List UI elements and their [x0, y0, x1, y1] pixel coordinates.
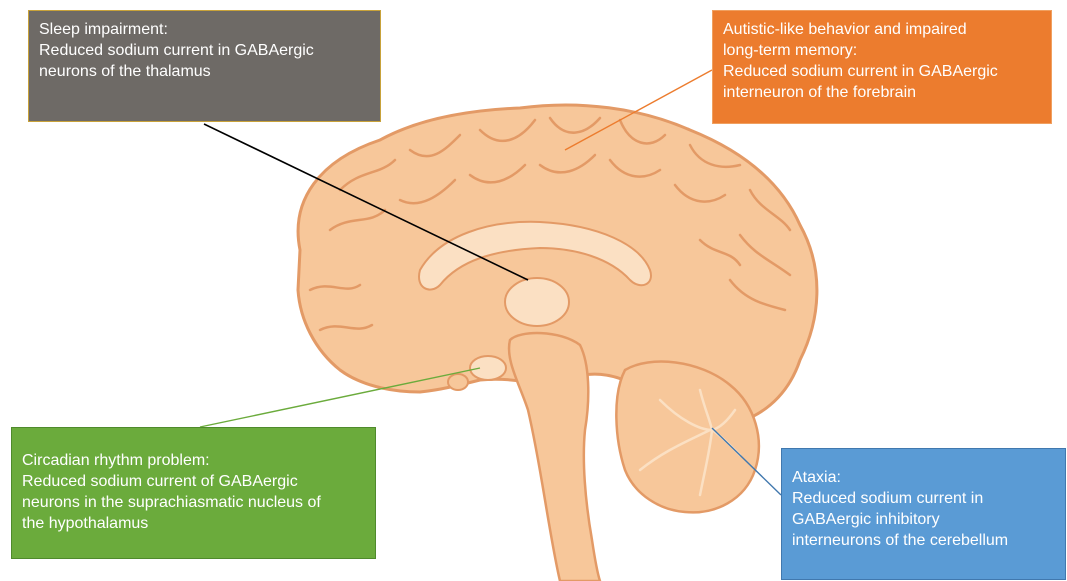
- autism-title-line2: long-term memory:: [723, 40, 1041, 61]
- circadian-body-line2: neurons in the suprachiasmatic nucleus o…: [22, 492, 365, 513]
- circadian-annotation-box: Circadian rhythm problem: Reduced sodium…: [11, 427, 376, 559]
- sleep-annotation-box: Sleep impairment: Reduced sodium current…: [28, 10, 381, 122]
- ataxia-title: Ataxia:: [792, 467, 1055, 488]
- sleep-title: Sleep impairment:: [39, 19, 370, 40]
- autism-body-line1: Reduced sodium current in GABAergic: [723, 61, 1041, 82]
- brainstem: [509, 333, 600, 581]
- ataxia-body-line3: interneurons of the cerebellum: [792, 530, 1055, 551]
- ataxia-body-line2: GABAergic inhibitory: [792, 509, 1055, 530]
- autism-body-line2: interneuron of the forebrain: [723, 82, 1041, 103]
- sleep-body-line1: Reduced sodium current in GABAergic: [39, 40, 370, 61]
- sleep-body-line2: neurons of the thalamus: [39, 61, 370, 82]
- autism-title-line1: Autistic-like behavior and impaired: [723, 19, 1041, 40]
- thalamus: [505, 278, 569, 326]
- autism-annotation-box: Autistic-like behavior and impaired long…: [712, 10, 1052, 124]
- leader-line-circadian: [200, 368, 480, 427]
- circadian-body-line3: the hypothalamus: [22, 513, 365, 534]
- ataxia-annotation-box: Ataxia: Reduced sodium current in GABAer…: [781, 448, 1066, 580]
- pituitary: [448, 374, 468, 390]
- hypothalamus: [470, 356, 506, 380]
- ataxia-body-line1: Reduced sodium current in: [792, 488, 1055, 509]
- circadian-body-line1: Reduced sodium current of GABAergic: [22, 471, 365, 492]
- circadian-title: Circadian rhythm problem:: [22, 450, 365, 471]
